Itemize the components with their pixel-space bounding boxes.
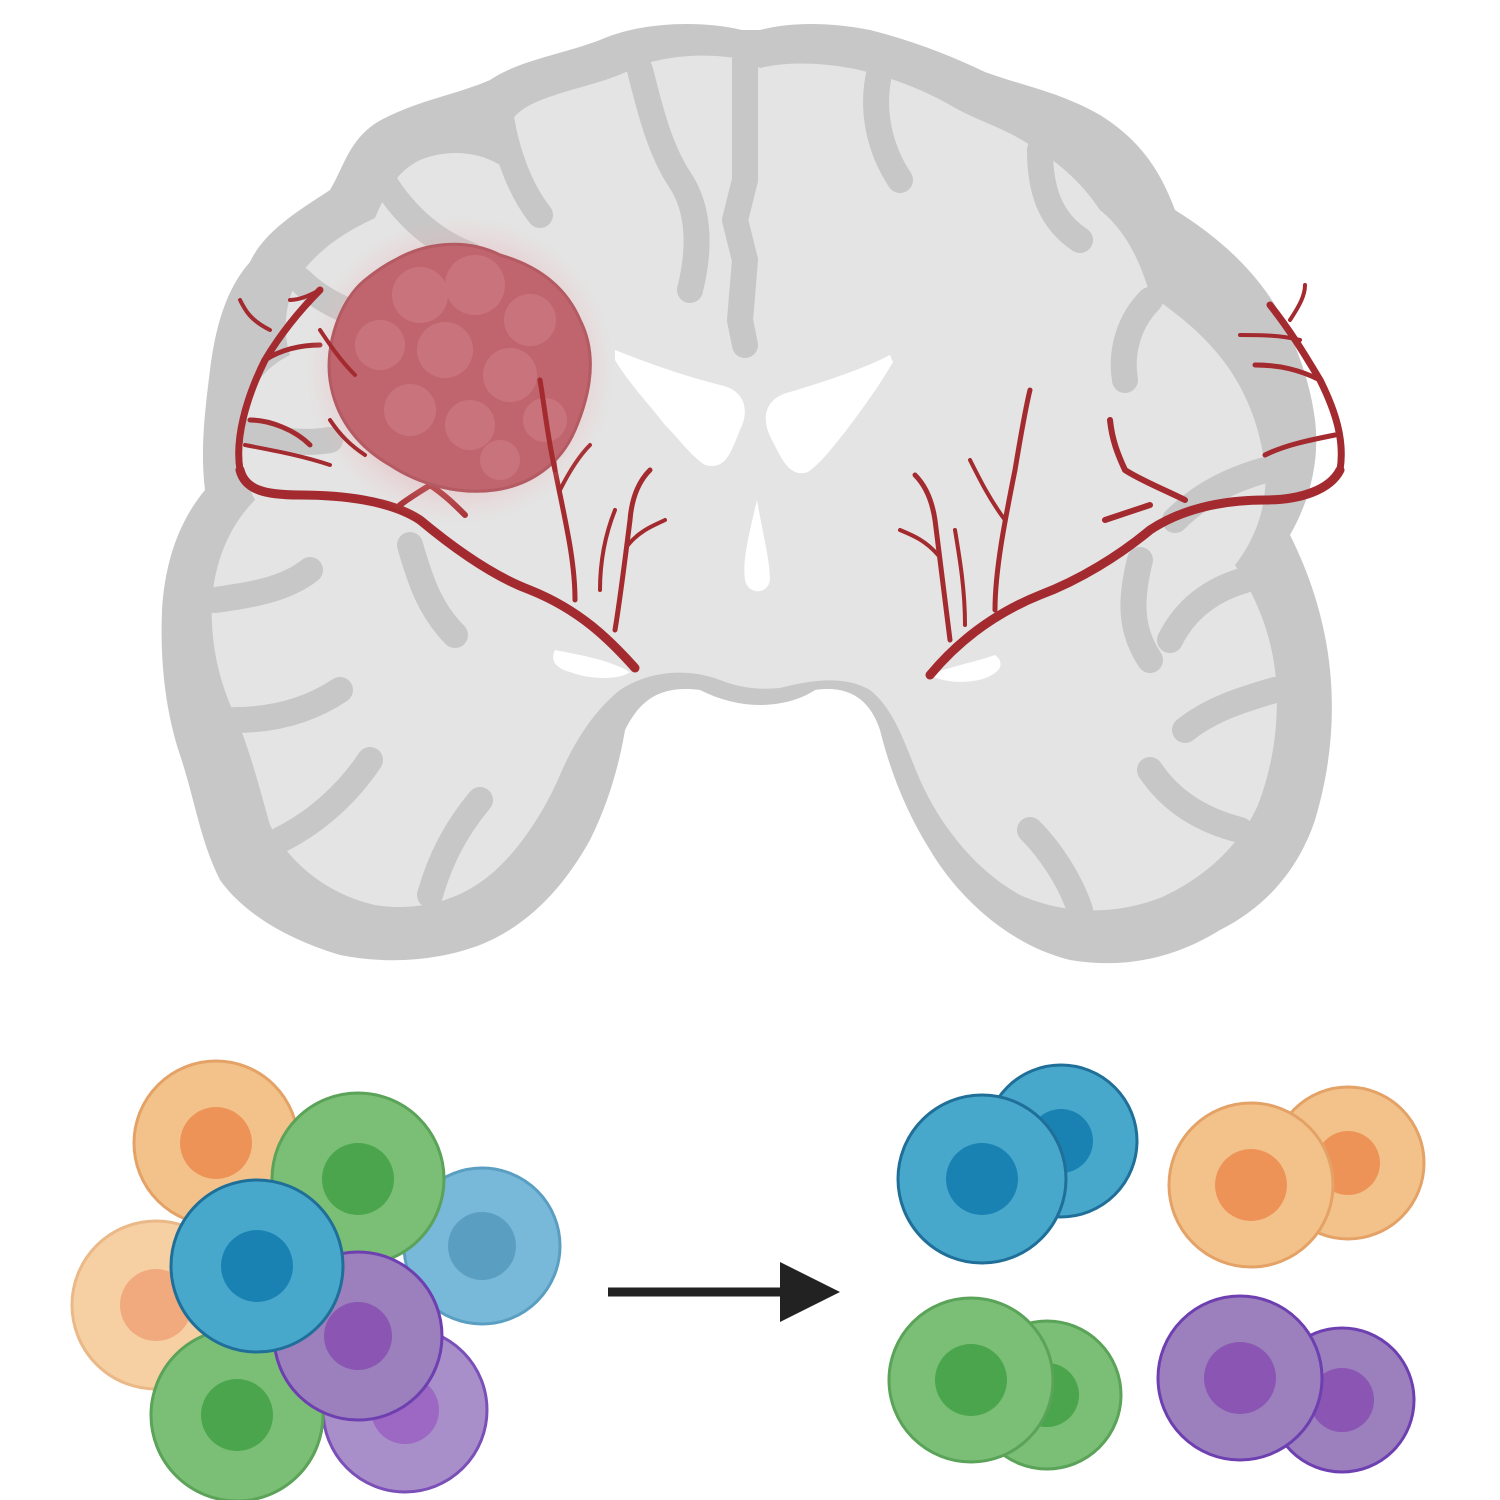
right-fissure-gap [930,655,1001,682]
cortical-folds [202,47,1288,923]
cell-purple-nucleus [324,1302,392,1370]
third-ventricle [744,500,770,592]
cell-purple-back-nucleus [1310,1368,1374,1432]
brain-coronal-section-icon [161,24,1345,964]
tumor-mass-icon [305,215,615,525]
lateral-ventricle-left [615,350,745,466]
cell-blue-nucleus [221,1230,293,1302]
cell-purple-front-nucleus [1204,1342,1276,1414]
left-fissure-gap [553,650,630,678]
cell-green-bottom-nucleus [201,1379,273,1451]
right-arrow-icon [608,1262,840,1322]
blood-vessels-right [898,283,1345,680]
tumor-feeding-vessels [318,328,558,473]
cell-orange-front-nucleus [1215,1149,1287,1221]
lateral-ventricle-right [765,355,893,474]
cell-lightblue [402,1166,562,1326]
cell-purple-front [1156,1294,1324,1462]
cell-orange-top-nucleus [180,1107,252,1179]
cell-green-bottom [149,1327,325,1500]
ventricles [553,350,1001,682]
cell-blue [169,1178,345,1354]
cell-green-front [887,1296,1055,1464]
cell-green-front-nucleus [935,1344,1007,1416]
cell-blue-front-nucleus [946,1143,1018,1215]
sorted-cell-groups [887,1063,1426,1474]
cell-orange-front [1167,1101,1335,1269]
cell-green-top-nucleus [322,1143,394,1215]
mixed-cell-cluster [70,1059,562,1500]
cell-lightblue-nucleus [448,1212,516,1280]
tumor-lobules [355,255,567,480]
cell-blue-front [896,1093,1068,1265]
